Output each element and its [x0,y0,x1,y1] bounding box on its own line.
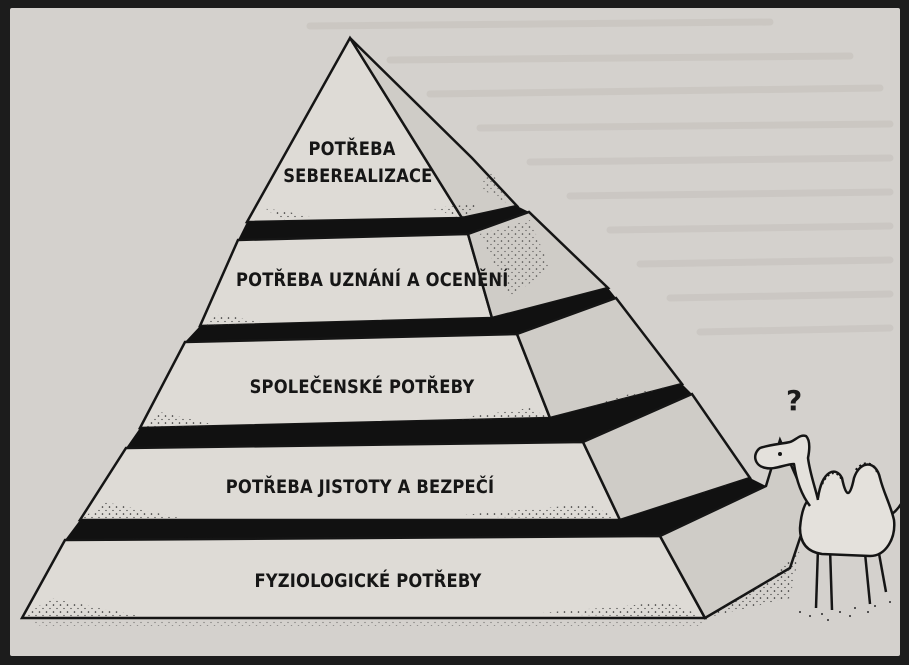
pyramid-tier-3 [126,296,692,448]
pyramid-tier-2 [185,210,616,342]
tier-label-safety: POTŘEBA JISTOTY A BEZPEČÍ [225,476,495,498]
maslow-pyramid [19,35,900,626]
tier-label-esteem: POTŘEBA UZNÁNÍ A OCENĚNÍ [236,269,509,291]
tier-label-social: SPOLEČENSKÉ POTŘEBY [249,376,475,398]
pyramid-tier-4 [65,392,766,540]
camel-question-mark: ? [786,384,803,417]
pyramid-tier-1 [238,35,529,240]
book-page: POTŘEBA SEBEREALIZACE POTŘEBA UZNÁNÍ A O… [10,8,900,656]
camel-illustration [753,434,900,621]
bleed-through-text [306,18,894,336]
pyramid-tier-5 [19,436,812,626]
tier-label-self-actualization: POTŘEBA SEBEREALIZACE [283,138,433,187]
tier-label-physiological: FYZIOLOGICKÉ POTŘEBY [254,570,482,592]
